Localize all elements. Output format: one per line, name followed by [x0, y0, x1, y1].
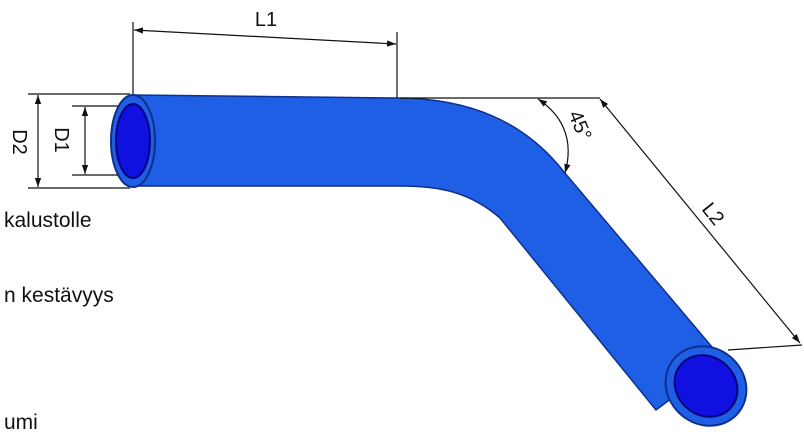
background-text-line-1: kalustolle: [4, 209, 92, 232]
angle-arc: [537, 98, 571, 174]
background-text-line-3: umi: [4, 411, 38, 434]
l1-dimension-line: [133, 27, 397, 47]
dimension-lines: [34, 27, 801, 344]
pipe-left-end: [110, 94, 156, 188]
pipe-right-end: [664, 345, 748, 427]
label-l2: L2: [697, 199, 728, 230]
label-d1: D1: [50, 127, 72, 153]
bent-pipe-body: [132, 94, 725, 412]
extension-lines: [28, 22, 803, 351]
l2-dimension-line: [599, 98, 801, 344]
label-angle: 45°: [563, 107, 595, 143]
label-l1: L1: [255, 9, 277, 31]
background-text-line-2: n kestävyys: [4, 284, 114, 307]
label-d2: D2: [8, 129, 30, 155]
